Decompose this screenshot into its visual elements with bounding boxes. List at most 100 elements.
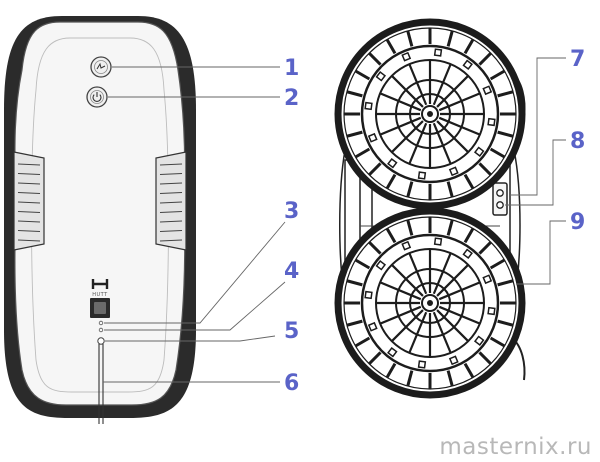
pad-tab xyxy=(401,51,412,62)
grip-rib xyxy=(17,163,41,166)
pad-outer-spoke xyxy=(463,362,475,379)
pad-inner-spoke xyxy=(432,63,452,106)
grip-rib xyxy=(17,173,41,175)
callout-label-4: 4 xyxy=(284,259,299,284)
pad-outer-spoke xyxy=(463,227,475,244)
callout-label-8: 8 xyxy=(570,129,585,154)
indicator-light-4 xyxy=(98,327,104,333)
pad-outer-spoke xyxy=(497,279,514,287)
pad-outer-spoke xyxy=(478,52,492,66)
pad-outer-spoke xyxy=(446,370,454,387)
pad-tab xyxy=(375,71,387,82)
grip-rib xyxy=(159,239,183,242)
pad-inner-spoke xyxy=(391,120,424,153)
pad-outer-spoke xyxy=(497,130,514,138)
grip-rib xyxy=(17,230,41,232)
pad-outer-spoke xyxy=(368,241,382,255)
pad-outer-spoke xyxy=(346,130,363,138)
grip-rib xyxy=(17,239,41,242)
grip-rib xyxy=(17,182,41,185)
pad-ring xyxy=(360,44,500,184)
leader-lines xyxy=(103,57,566,383)
pad-tab xyxy=(417,360,427,369)
pad-outer-spoke xyxy=(354,69,371,81)
connector-panel xyxy=(492,182,508,216)
grip-rib xyxy=(159,220,183,223)
robot-top-view: HUTT xyxy=(4,16,196,424)
pad-outer-spoke xyxy=(354,147,371,159)
pad-inner-spoke xyxy=(438,92,481,112)
pad-tab xyxy=(433,48,443,57)
pad-outer-spoke xyxy=(489,258,506,270)
callout-labels: 1 2 3 4 5 6 7 8 9 xyxy=(284,47,585,396)
pad-hub-center xyxy=(427,300,433,306)
grip-rib xyxy=(159,163,183,166)
grip-rib xyxy=(17,211,41,213)
indicator-light-3 xyxy=(98,320,104,326)
pad-inner-spoke xyxy=(408,122,428,165)
sensor-hole-top xyxy=(496,189,504,197)
pad-ring xyxy=(360,233,500,373)
pad-inner-spoke xyxy=(379,281,422,301)
pad-outer-spoke xyxy=(446,219,454,236)
top-cleaning-pad xyxy=(334,18,526,210)
leader-line-4 xyxy=(104,281,286,331)
pad-inner-spoke xyxy=(432,311,452,354)
pad-outer-spoke xyxy=(346,90,363,98)
leader-line-9 xyxy=(516,220,566,285)
mode-icon xyxy=(96,62,106,70)
pad-tab xyxy=(462,248,473,260)
pad-outer-spoke xyxy=(497,90,514,98)
pad-inner-spoke xyxy=(391,75,424,108)
pad-tab xyxy=(367,321,378,332)
callout-label-2: 2 xyxy=(284,86,299,111)
pad-inner-spoke xyxy=(438,305,481,325)
pad-tab xyxy=(433,237,443,246)
callout-label-6: 6 xyxy=(284,371,299,396)
pad-outer-spoke xyxy=(385,173,397,190)
pad-outer-spoke xyxy=(385,362,397,379)
pad-outer-spoke xyxy=(463,173,475,190)
pad-outer-spoke xyxy=(406,370,414,387)
pad-tab xyxy=(401,240,412,251)
square-button[interactable] xyxy=(90,298,110,318)
pad-outer-spoke xyxy=(368,351,382,365)
pad-tab xyxy=(487,117,496,127)
pad-inner-spoke xyxy=(391,309,424,342)
pad-tab xyxy=(448,355,459,366)
pad-tab xyxy=(487,306,496,316)
pad-inner-spoke xyxy=(438,281,481,301)
pad-outer-spoke xyxy=(489,69,506,81)
grip-rib xyxy=(17,192,41,194)
brand-logo-text: HUTT xyxy=(92,292,108,298)
pad-ring xyxy=(409,282,451,324)
pad-outer-spoke xyxy=(489,336,506,348)
pad-inner-spoke xyxy=(436,120,469,153)
callout-label-7: 7 xyxy=(570,47,585,72)
watermark: masternix.ru xyxy=(439,434,592,460)
pad-inner-spoke xyxy=(408,63,428,106)
power-button[interactable] xyxy=(86,86,108,108)
pad-outer-spoke xyxy=(368,52,382,66)
pad-outer-spoke xyxy=(354,258,371,270)
mode-button[interactable] xyxy=(90,56,112,78)
grip-rib xyxy=(159,192,183,194)
pad-outer-spoke xyxy=(497,319,514,327)
pad-outer-spoke xyxy=(478,162,492,176)
leader-line-5 xyxy=(105,335,276,342)
callout-label-5: 5 xyxy=(284,319,299,344)
pad-tab xyxy=(375,260,387,271)
leader-line-8 xyxy=(505,139,566,206)
robot-bottom-view xyxy=(334,18,526,399)
grip-rib xyxy=(159,182,183,185)
callout-label-1: 1 xyxy=(284,56,299,81)
pad-outer-spoke xyxy=(489,147,506,159)
pad-outer-spoke xyxy=(478,241,492,255)
grip-rib xyxy=(159,173,183,175)
sensor-hole-bottom xyxy=(496,201,504,209)
pad-inner-spoke xyxy=(438,116,481,136)
pad-tab xyxy=(473,335,485,346)
grip-rib xyxy=(159,211,183,213)
pad-outer-spoke xyxy=(406,181,414,198)
